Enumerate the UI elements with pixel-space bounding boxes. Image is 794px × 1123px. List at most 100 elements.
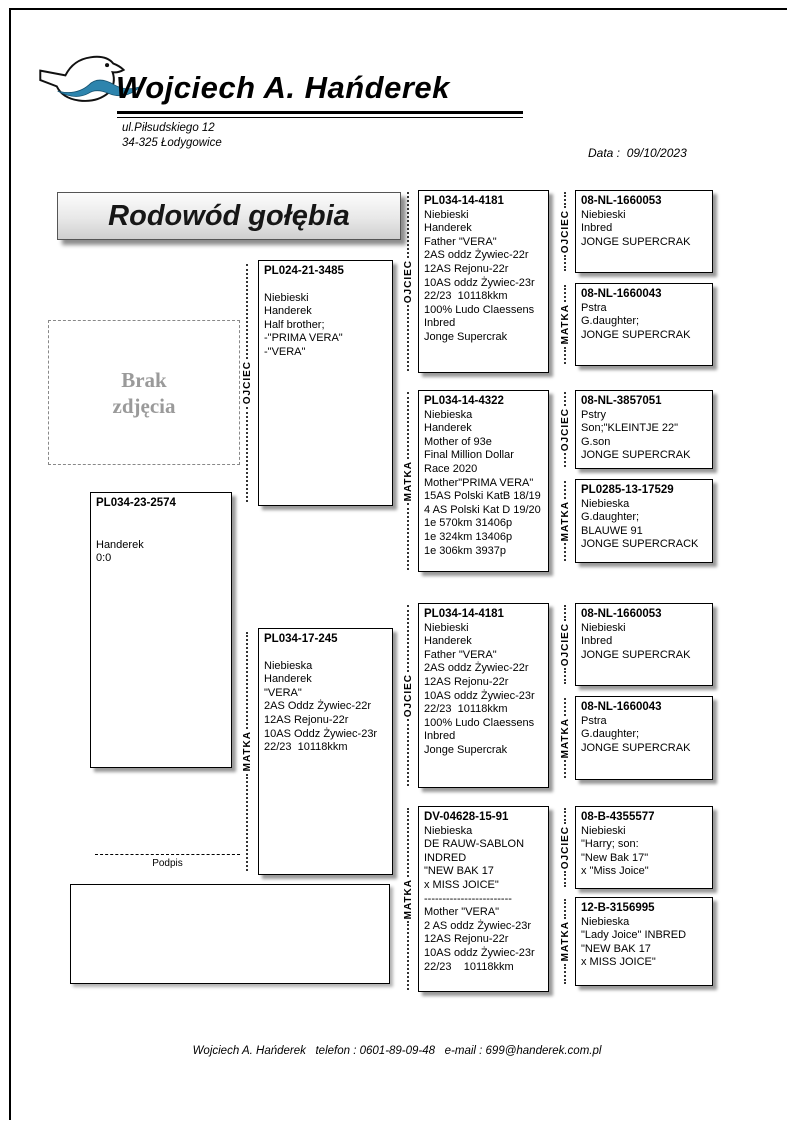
ring-number: 08-B-4355577: [581, 811, 655, 823]
dotted-line: [564, 192, 566, 208]
dotted-line: [407, 808, 409, 877]
dotted-line: [564, 871, 566, 888]
dotted-line: [564, 543, 566, 561]
dotted-line: [407, 921, 409, 990]
dotted-line: [246, 406, 248, 503]
role-label-gen3-8: MATKA: [556, 897, 574, 986]
role-label-gen2-1: OJCIEC: [399, 190, 417, 373]
photo-placeholder-text: Brak zdjęcia: [112, 367, 176, 418]
signature-area: Podpis: [95, 854, 240, 869]
title-underline-thin: [117, 117, 523, 118]
ring-number: 08-NL-1660053: [581, 195, 662, 207]
ring-number: 08-NL-1660043: [581, 288, 662, 300]
page-border-left: [9, 8, 11, 1120]
signature-line: [95, 854, 240, 855]
ring-number: PL034-17-245: [264, 633, 338, 645]
ring-number: 08-NL-1660043: [581, 701, 662, 713]
ring-number: 08-NL-1660053: [581, 608, 662, 620]
role-label-gen2-2: MATKA: [399, 390, 417, 572]
dotted-line: [564, 255, 566, 272]
role-label-gen3-1: OJCIEC: [556, 190, 574, 273]
footer-contact: Wojciech A. Hańderek telefon : 0601-89-0…: [192, 1045, 602, 1057]
role-label-gen1-father: OJCIEC: [238, 262, 256, 504]
dotted-line: [407, 392, 409, 459]
dotted-line: [407, 305, 409, 372]
dotted-line: [564, 453, 566, 468]
dotted-line: [564, 481, 566, 499]
gen3-box-7: 08-B-4355577 Niebieski"Harry; son:"New B…: [575, 806, 713, 889]
role-label-gen3-6: MATKA: [556, 696, 574, 780]
pigeon-logo-icon: [34, 48, 144, 120]
role-label-gen1-mother: MATKA: [238, 630, 256, 873]
ring-number: PL0285-13-17529: [581, 484, 674, 496]
gen3-box-8: 12-B-3156995 Niebieska"Lady Joice" INBRE…: [575, 897, 713, 986]
dotted-line: [246, 632, 248, 730]
dotted-line: [246, 773, 248, 871]
ring-number: DV-04628-15-91: [424, 811, 509, 823]
dotted-line: [564, 346, 566, 364]
dotted-line: [407, 605, 409, 672]
dotted-line: [564, 760, 566, 778]
role-label-gen2-3: OJCIEC: [399, 603, 417, 788]
signature-label: Podpis: [152, 858, 183, 869]
dotted-line: [407, 719, 409, 787]
role-label-gen3-5: OJCIEC: [556, 603, 574, 686]
notes-box: [70, 884, 390, 984]
ring-number: 12-B-3156995: [581, 902, 655, 914]
dotted-line: [564, 899, 566, 920]
dotted-line: [564, 963, 566, 984]
ring-number: PL024-21-3485: [264, 265, 344, 277]
pigeon-details: Niebieski"Harry; son:"New Bak 17"x "Miss…: [581, 824, 649, 878]
address-line-1: ul.Piłsudskiego 12: [122, 122, 215, 134]
dotted-line: [564, 285, 566, 303]
photo-placeholder: Brak zdjęcia: [48, 320, 240, 465]
dotted-line: [564, 605, 566, 621]
dotted-line: [407, 503, 409, 570]
document-title: Rodowód gołębia: [57, 192, 401, 240]
subject-ring: PL034-23-2574: [96, 497, 176, 509]
dotted-line: [564, 668, 566, 685]
date-value: 09/10/2023: [626, 146, 687, 160]
dotted-line: [564, 392, 566, 406]
ring-number: PL034-14-4181: [424, 195, 504, 207]
role-label-gen3-2: MATKA: [556, 283, 574, 366]
role-label-gen2-4: MATKA: [399, 806, 417, 992]
role-label-gen3-7: OJCIEC: [556, 806, 574, 889]
dotted-line: [246, 264, 248, 360]
role-label-gen3-4: MATKA: [556, 479, 574, 563]
date-label: Data :: [588, 146, 621, 160]
title-underline-thick: [117, 111, 523, 114]
ring-number: PL034-14-4322: [424, 395, 504, 407]
ring-number: PL034-14-4181: [424, 608, 504, 620]
date: Data : 09/10/2023: [588, 146, 687, 160]
breeder-name: Wojciech A. Hańderek: [116, 70, 450, 105]
role-label-gen3-3: OJCIEC: [556, 390, 574, 469]
page-border-top: [9, 8, 787, 10]
